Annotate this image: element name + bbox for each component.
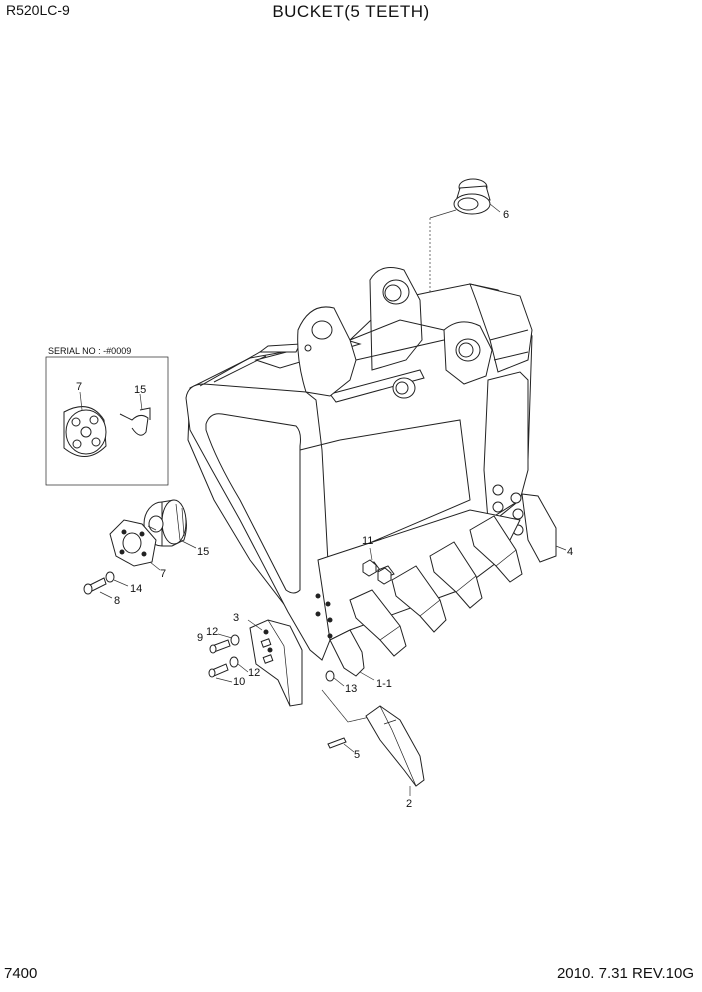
page-number: 7400 [4, 965, 38, 982]
inset-frame [45, 356, 169, 486]
washer-14 [105, 571, 115, 583]
serial-inset: SERIAL NO : -#0009 7 15 [45, 346, 169, 486]
callout-7: 7 [160, 568, 166, 580]
washer-12b [229, 656, 239, 668]
callout-12b: 12 [248, 667, 260, 679]
callout-2: 2 [406, 798, 412, 810]
bolt-10 [208, 663, 229, 678]
bolt-9 [209, 639, 231, 654]
inset-callout-7: 7 [76, 381, 82, 393]
inset-callout-15: 15 [134, 384, 146, 396]
callout-3: 3 [233, 612, 239, 624]
revision-date: 2010. 7.31 REV.10G [556, 965, 694, 982]
callout-9: 9 [197, 632, 203, 644]
callout-12a: 12 [206, 626, 218, 638]
teeth-row [329, 515, 523, 677]
inset-serial-note: SERIAL NO : -#0009 [48, 346, 131, 356]
bolt-8 [83, 577, 107, 595]
model-code: R520LC-9 [6, 2, 70, 18]
shim-ring-part [143, 499, 187, 547]
callout-11: 11 [362, 535, 373, 547]
retainer-ring [325, 670, 335, 682]
callout-6: 6 [503, 209, 509, 221]
side-cutter-part [249, 619, 303, 707]
inset-clip-part [119, 407, 151, 436]
callout-4: 4 [567, 546, 573, 558]
callout-8: 8 [114, 595, 120, 607]
callout-13: 13 [345, 683, 357, 695]
inset-flange-part [63, 406, 107, 457]
page-title: BUCKET(5 TEETH) [272, 2, 430, 21]
tooth-point-part [365, 705, 425, 787]
pin-part [327, 737, 347, 749]
washer-12a [230, 634, 240, 646]
callout-1-1: 1-1 [376, 678, 392, 690]
callout-15: 15 [197, 546, 209, 558]
nut-parts [362, 559, 392, 585]
callout-10: 10 [233, 676, 245, 688]
flange-part [109, 519, 157, 567]
callout-14: 14 [130, 583, 142, 595]
callout-5: 5 [354, 749, 360, 761]
bushing-part [453, 178, 491, 215]
